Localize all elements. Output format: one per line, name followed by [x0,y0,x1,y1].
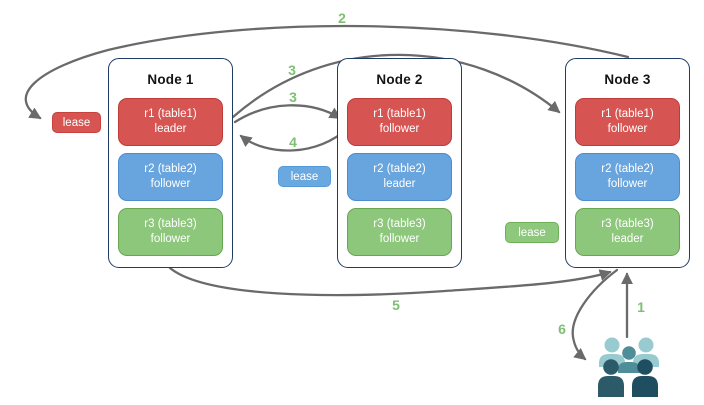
arrow-step2-node3-to-lease1 [24,24,630,120]
replica-role: follower [150,233,191,245]
replica-role: leader [383,178,416,190]
node2-title: Node 2 [376,72,423,87]
replica-name: r3 (table3) [601,218,654,231]
node1-replica-r1: r1 (table1) leader [118,98,223,146]
node3-replica-r2: r2 (table2) follower [575,153,680,201]
replica-name: r2 (table2) [601,163,654,176]
node3-replica-r3: r3 (table3) leader [575,208,680,256]
node1-replica-r2: r2 (table2) follower [118,153,223,201]
replica-role: follower [150,178,191,190]
node1-box: Node 1 r1 (table1) leader r2 (table2) fo… [108,58,233,268]
node2-replica-r3: r3 (table3) follower [347,208,452,256]
replica-role: follower [607,123,648,135]
step-label-4: 4 [289,134,297,150]
step-label-2: 2 [338,10,346,26]
node2-box: Node 2 r1 (table1) follower r2 (table2) … [337,58,462,268]
arrow-step3-leader-to-node2 [233,104,342,124]
step-label-3b: 3 [289,89,297,105]
step-label-3a: 3 [288,62,296,78]
node3-replica-r1: r1 (table1) follower [575,98,680,146]
replica-name: r3 (table3) [144,218,197,231]
replica-name: r1 (table1) [601,108,654,121]
replica-role: follower [379,123,420,135]
users-front-row [598,359,658,397]
users-middle-person [618,346,640,373]
replica-role: leader [611,233,644,245]
replica-name: r2 (table2) [144,163,197,176]
replica-role: follower [379,233,420,245]
replica-name: r2 (table2) [373,163,426,176]
step-label-6: 6 [558,321,566,337]
node3-title: Node 3 [604,72,651,87]
node1-title: Node 1 [147,72,194,87]
lease-chip-r2: lease [278,166,331,187]
arrow-step5-node1-to-node3 [168,266,612,297]
lease-chip-r1: lease [52,112,101,133]
users-group-icon [598,337,659,397]
arrow-step3-leader-to-node3 [231,53,561,119]
replica-name: r3 (table3) [373,218,426,231]
replica-name: r1 (table1) [373,108,426,121]
node3-box: Node 3 r1 (table1) follower r2 (table2) … [565,58,690,268]
step-label-1: 1 [637,299,645,315]
node1-replica-r3: r3 (table3) follower [118,208,223,256]
lease-chip-r3: lease [505,222,559,243]
node2-replica-r1: r1 (table1) follower [347,98,452,146]
step-label-5: 5 [392,297,400,313]
replica-name: r1 (table1) [144,108,197,121]
arrow-step6-node3-to-users [571,268,619,361]
replica-role: follower [607,178,648,190]
node2-replica-r2: r2 (table2) leader [347,153,452,201]
replica-role: leader [154,123,187,135]
